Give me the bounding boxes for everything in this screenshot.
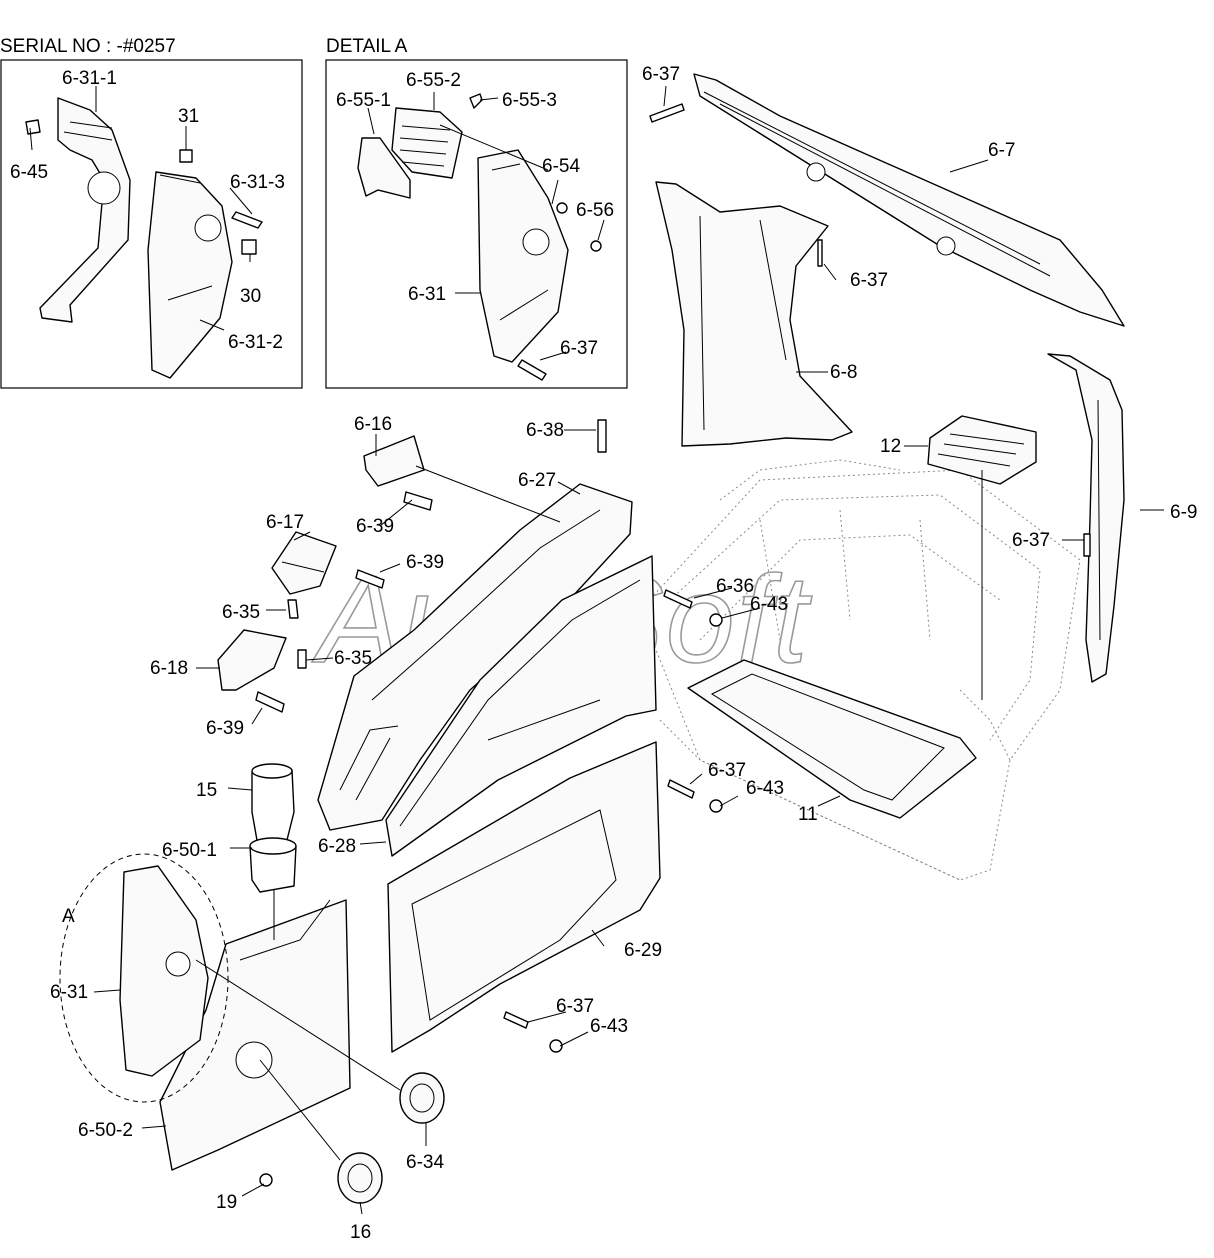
callout-6-55-2: 6-55-2 xyxy=(406,70,461,91)
callout-6-50-1: 6-50-1 xyxy=(162,840,217,861)
part-6-54-cap xyxy=(556,202,568,214)
callout-6-55-1: 6-55-1 xyxy=(336,90,391,111)
cab-floor-outline xyxy=(639,459,1081,881)
callout-6-39-low: 6-39 xyxy=(206,718,244,739)
part-6-37-detail-screw xyxy=(517,359,547,381)
part-6-50-1-cup-insert xyxy=(249,837,297,893)
part-6-17-bracket xyxy=(271,531,337,595)
part-15-cup-holder xyxy=(251,763,295,847)
callout-6-37-top: 6-37 xyxy=(642,64,680,85)
callout-6-50-2: 6-50-2 xyxy=(78,1120,133,1141)
callout-30: 30 xyxy=(240,286,261,307)
callout-6-31-2: 6-31-2 xyxy=(228,332,283,353)
callout-6-56: 6-56 xyxy=(576,200,614,221)
callout-19: 19 xyxy=(216,1192,237,1213)
part-6-55-1-bracket xyxy=(357,137,411,199)
main-fasteners xyxy=(255,103,1091,1053)
part-6-55-2-bracket xyxy=(391,107,463,179)
detail-a-inset-frame xyxy=(325,59,628,389)
part-6-56-cap xyxy=(590,240,602,252)
part-12-floor-mat xyxy=(927,415,1037,485)
callout-6-28: 6-28 xyxy=(318,836,356,857)
part-6-18-bracket xyxy=(217,629,287,691)
callout-31: 31 xyxy=(178,106,199,127)
part-11-floor-tray xyxy=(687,659,977,819)
part-6-31-2-trim-panel xyxy=(147,171,233,379)
main-leaders xyxy=(93,85,1164,1215)
callout-11: 11 xyxy=(798,804,818,825)
part-6-55-3-screw xyxy=(469,93,483,109)
detail-a-ellipse-marker xyxy=(59,853,229,1103)
callout-6-35-left: 6-35 xyxy=(222,602,260,623)
part-19-cap xyxy=(259,1173,273,1187)
callout-6-31-1: 6-31-1 xyxy=(62,68,117,89)
part-6-31-1-side-panel xyxy=(39,97,131,323)
part-6-34-knob xyxy=(399,1072,445,1124)
part-31-cap xyxy=(179,149,193,163)
callout-6-36: 6-36 xyxy=(716,576,754,597)
callout-6-34: 6-34 xyxy=(406,1152,444,1173)
callout-15: 15 xyxy=(196,780,217,801)
callout-6-45: 6-45 xyxy=(10,162,48,183)
callout-6-31-detail: 6-31 xyxy=(408,284,446,305)
callout-6-31-lower: 6-31 xyxy=(50,982,88,1003)
callout-6-37-lower: 6-37 xyxy=(556,996,594,1017)
callout-6-9: 6-9 xyxy=(1170,502,1197,523)
detail-a-leaders xyxy=(367,92,605,361)
callout-16: 16 xyxy=(350,1222,371,1243)
callout-12: 12 xyxy=(880,436,901,457)
part-6-31-3-screw xyxy=(231,211,263,229)
part-6-7-rear-upper-trim xyxy=(693,73,1125,327)
detail-a-header: DETAIL A xyxy=(326,36,408,57)
callout-6-43-top: 6-43 xyxy=(750,594,788,615)
callout-6-35-mid: 6-35 xyxy=(334,648,372,669)
serial-number-header: SERIAL NO : -#0257 xyxy=(0,36,176,57)
part-6-31-detail-panel xyxy=(477,149,569,363)
part-16-knob xyxy=(337,1152,383,1204)
callout-6-43-console: 6-43 xyxy=(746,778,784,799)
detail-a-marker-label: A xyxy=(62,906,75,927)
callout-6-37-console: 6-37 xyxy=(708,760,746,781)
callout-6-38: 6-38 xyxy=(526,420,564,441)
part-6-29-lower-panel xyxy=(387,741,661,1053)
serial-inset-frame xyxy=(0,59,303,389)
part-6-9-right-pillar-trim xyxy=(1047,353,1125,683)
part-6-45-cap xyxy=(25,119,41,135)
callout-6-16: 6-16 xyxy=(354,414,392,435)
callout-6-39-mid: 6-39 xyxy=(406,552,444,573)
part-6-16-bracket xyxy=(363,435,425,487)
callout-6-27: 6-27 xyxy=(518,470,556,491)
part-6-31-lower-panel xyxy=(119,865,209,1077)
serial-inset-leaders xyxy=(29,86,253,331)
callout-6-7: 6-7 xyxy=(988,140,1015,161)
callout-6-8: 6-8 xyxy=(830,362,857,383)
callout-6-18: 6-18 xyxy=(150,658,188,679)
callout-6-39-top: 6-39 xyxy=(356,516,394,537)
part-30-cap xyxy=(241,239,257,255)
callout-6-29: 6-29 xyxy=(624,940,662,961)
callout-6-37-mid: 6-37 xyxy=(850,270,888,291)
callout-6-54: 6-54 xyxy=(542,156,580,177)
callout-6-37-detail: 6-37 xyxy=(560,338,598,359)
callout-6-43-lower: 6-43 xyxy=(590,1016,628,1037)
part-6-28-side-panel xyxy=(385,555,657,857)
callout-6-55-3: 6-55-3 xyxy=(502,90,557,111)
callout-6-31-3: 6-31-3 xyxy=(230,172,285,193)
callout-6-17: 6-17 xyxy=(266,512,304,533)
callout-6-37-right: 6-37 xyxy=(1012,530,1050,551)
part-6-8-left-pillar-trim xyxy=(655,181,853,447)
